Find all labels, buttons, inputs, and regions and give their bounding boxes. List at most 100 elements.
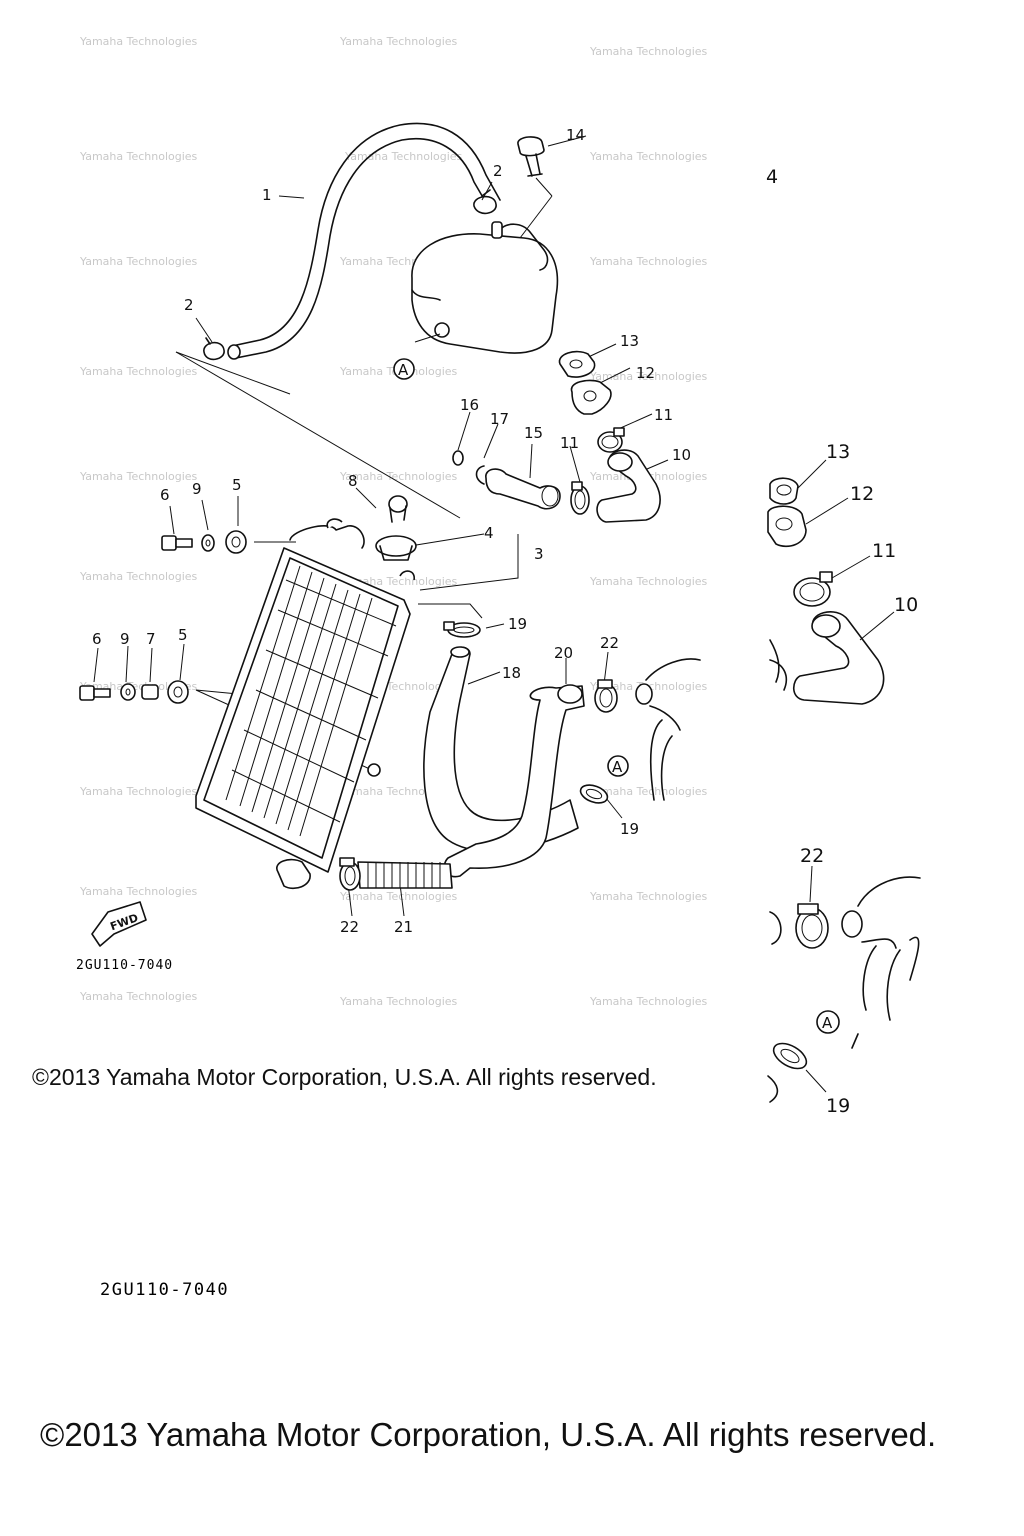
grommet-5-upper	[225, 530, 247, 554]
watermark: Yamaha Technologies	[79, 570, 198, 583]
watermark: Yamaha Technologies	[79, 990, 198, 1003]
forward-arrow-icon: FWD	[91, 901, 147, 947]
diagram-code-large: 2GU110-7040	[100, 1280, 230, 1300]
copyright-notice-large: ©2013 Yamaha Motor Corporation, U.S.A. A…	[40, 1416, 937, 1453]
part-number: 6	[160, 486, 170, 504]
part-number: 9	[120, 630, 130, 648]
part-number: 11	[654, 406, 673, 424]
part-number: 2	[184, 296, 194, 314]
part-number: 2	[493, 162, 503, 180]
clamp-11-upper	[597, 427, 625, 453]
watermark: Yamaha Technologies	[589, 45, 708, 58]
part-number: 19	[508, 615, 527, 633]
part-number: 21	[394, 918, 413, 936]
part-number: 6	[92, 630, 102, 648]
part-number: 3	[534, 545, 544, 563]
part-number: 14	[566, 126, 585, 144]
watermark: Yamaha Technologies	[339, 35, 458, 48]
part-number: 22	[600, 634, 619, 652]
grommet-5-lower	[167, 680, 189, 704]
reference-marker-a-lower: A	[607, 755, 629, 777]
watermark: Yamaha Technologies	[79, 885, 198, 898]
part-number: 10	[672, 446, 691, 464]
clamp-19-upper	[443, 621, 481, 638]
watermark: Yamaha Technologies	[339, 995, 458, 1008]
part-number: 15	[524, 424, 543, 442]
part-number: 11	[872, 540, 896, 562]
marker-label: A	[612, 758, 623, 776]
gasket-13	[558, 350, 596, 378]
detail-crop-duplicate: 4 13 12 11 10 22 A 19	[766, 166, 921, 1117]
marker-label: A	[822, 1014, 833, 1032]
washer-9-upper	[201, 534, 215, 552]
watermark: Yamaha Technologies	[589, 890, 708, 903]
watermark: Yamaha Technologies	[79, 470, 198, 483]
part-number: 19	[826, 1095, 850, 1117]
watermark: Yamaha Technologies	[589, 255, 708, 268]
radiator-3	[195, 518, 415, 890]
washer-9-lower	[120, 683, 136, 701]
clamp-22-lower	[339, 857, 361, 891]
hose-15	[485, 468, 561, 510]
part-number: 20	[554, 644, 573, 662]
corrugated-hose-21	[357, 861, 453, 889]
part-number: 17	[490, 410, 509, 428]
bolt-6-upper	[161, 535, 193, 551]
part-number: 22	[800, 845, 824, 867]
clamp-11-lower	[570, 481, 590, 515]
pipe-12	[570, 379, 612, 415]
watermark: Yamaha Technologies	[589, 575, 708, 588]
water-pump-neck	[635, 658, 701, 801]
leader-lines	[93, 135, 669, 917]
part-number: 11	[560, 434, 579, 452]
watermark: Yamaha Technologies	[79, 255, 198, 268]
part-number: 9	[192, 480, 202, 498]
part-number: 7	[146, 630, 156, 648]
hose-clamp-upper	[473, 189, 497, 215]
watermark: Yamaha Technologies	[339, 890, 458, 903]
part-number-labels: 1 2 2 14 13 12 11 10 16 17 15 11 6 9 5 8…	[92, 126, 691, 936]
hose-clamp-lower	[203, 337, 225, 361]
part-number: 12	[850, 483, 874, 505]
watermark: Yamaha Technologies	[79, 35, 198, 48]
o-ring-16	[452, 450, 464, 466]
part-number: 22	[340, 918, 359, 936]
part-number: 16	[460, 396, 479, 414]
watermark: Yamaha Technologies	[344, 150, 463, 163]
watermark: Yamaha Technologies	[79, 785, 198, 798]
part-number: 5	[232, 476, 242, 494]
reference-marker-a-upper: A	[393, 358, 415, 380]
part-number: 13	[826, 441, 850, 463]
part-number: 13	[620, 332, 639, 350]
part-number: 4	[766, 166, 778, 188]
bolt-6-lower	[79, 685, 111, 701]
clamp-22-upper	[594, 679, 618, 713]
clamp-19-lower	[579, 784, 609, 804]
watermark: Yamaha Technologies	[79, 150, 198, 163]
part-number: 10	[894, 594, 918, 616]
bolt-8	[388, 495, 408, 523]
radiator-cap-4	[375, 535, 417, 561]
part-number: 18	[502, 664, 521, 682]
elbow-hose-10	[596, 449, 661, 523]
collar-7	[141, 684, 159, 700]
watermark: Yamaha Technologies	[339, 470, 458, 483]
bolt-14	[517, 136, 553, 239]
reservoir-tank	[411, 221, 559, 354]
watermark: Yamaha Technologies	[589, 150, 708, 163]
part-number: 19	[620, 820, 639, 838]
diagram-code: 2GU110-7040	[76, 958, 174, 973]
watermark: Yamaha Technologies	[589, 995, 708, 1008]
copyright-notice: ©2013 Yamaha Motor Corporation, U.S.A. A…	[32, 1064, 657, 1090]
circlip-17	[475, 465, 485, 485]
part-number: 5	[178, 626, 188, 644]
part-number: 12	[636, 364, 655, 382]
part-number: 1	[262, 186, 272, 204]
watermark: Yamaha Technologies	[79, 365, 198, 378]
overflow-hose	[227, 122, 501, 360]
watermark: Yamaha Technologies	[589, 785, 708, 798]
part-number: 4	[484, 524, 494, 542]
part-number: 8	[348, 472, 358, 490]
marker-label: A	[398, 361, 409, 379]
